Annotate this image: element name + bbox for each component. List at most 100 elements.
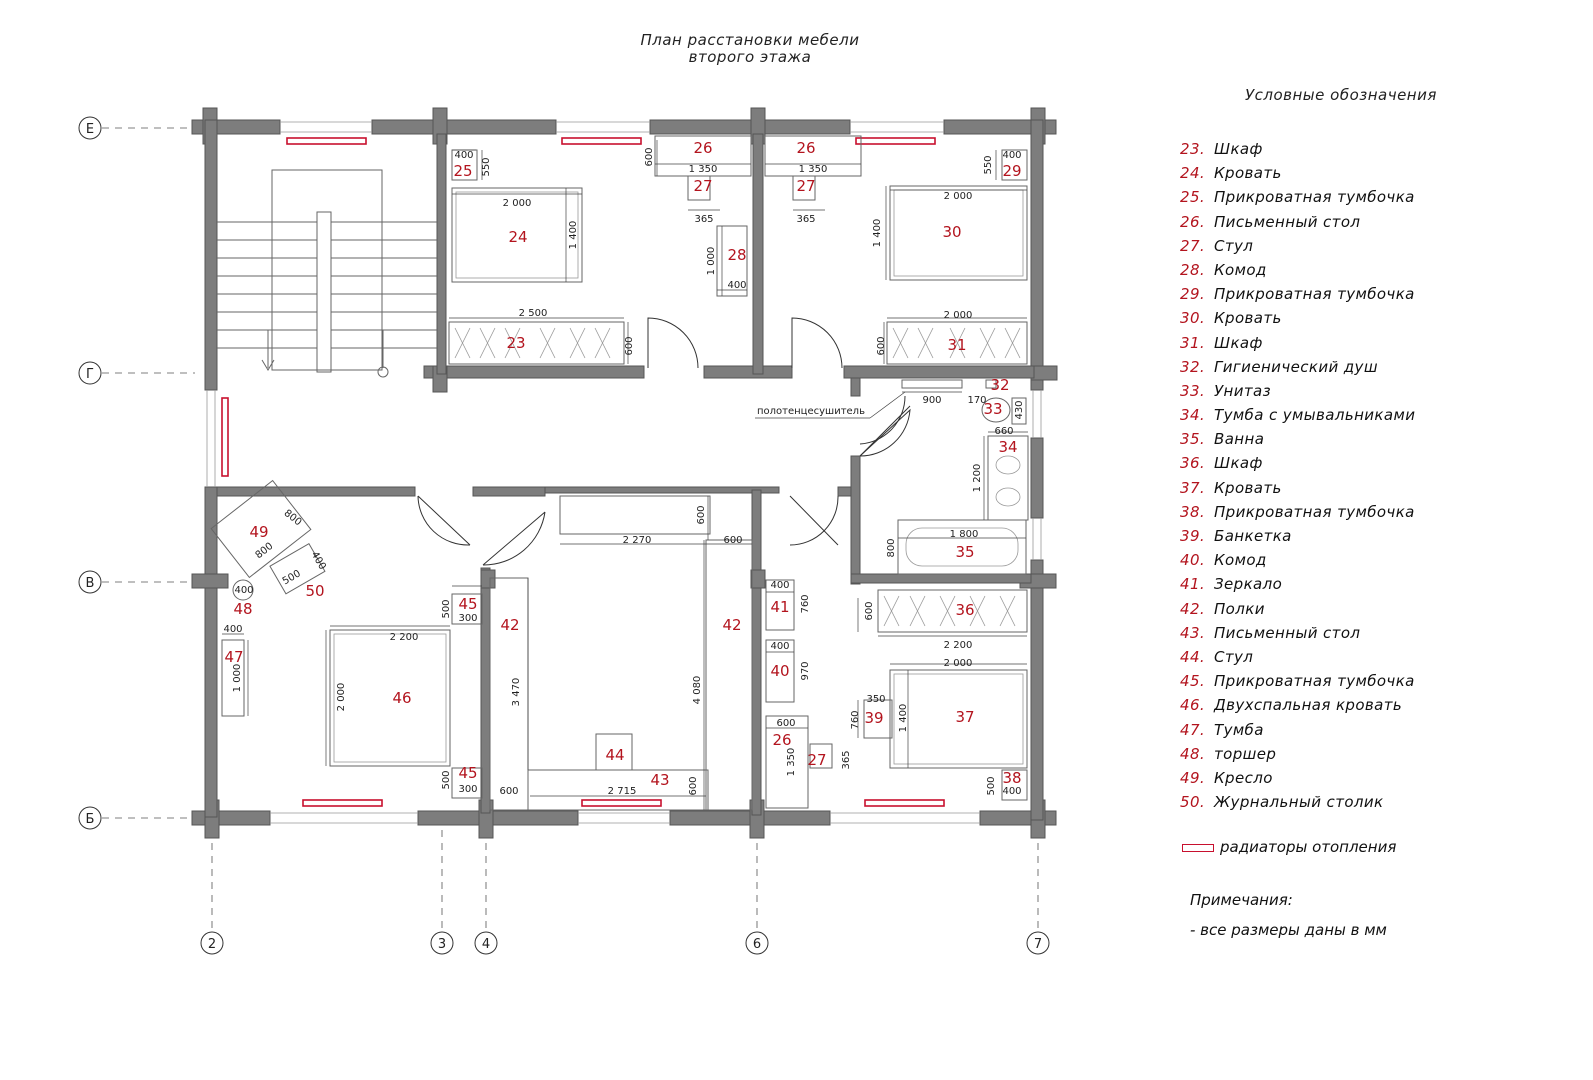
furniture-number: 38 bbox=[1002, 769, 1021, 787]
furniture-number: 29 bbox=[1002, 162, 1021, 180]
legend-item-number: 23. bbox=[1180, 140, 1206, 158]
legend-item: 27.Стул bbox=[1180, 237, 1415, 261]
dimension-value: 1 800 bbox=[950, 529, 979, 540]
legend-item: 42.Полки bbox=[1180, 600, 1415, 624]
dimension-value: 550 bbox=[983, 155, 994, 174]
furniture-number: 50 bbox=[305, 582, 324, 600]
legend-item-label: Зеркало bbox=[1214, 575, 1283, 594]
legend-item-label: Банкетка bbox=[1214, 527, 1292, 545]
axis-row-g: Г bbox=[86, 367, 94, 382]
legend-item-number: 32. bbox=[1180, 357, 1206, 376]
dimension-value: 2 000 bbox=[944, 191, 973, 202]
furniture-number: 30 bbox=[942, 223, 961, 241]
dimension-value: 760 bbox=[800, 594, 811, 613]
plan-title-line-2: второго этажа bbox=[688, 48, 812, 66]
furniture-number: 28 bbox=[727, 246, 746, 264]
legend-item: 24.Кровать bbox=[1180, 164, 1415, 188]
furniture-number: 36 bbox=[955, 601, 974, 619]
legend-item-label: Ванна bbox=[1214, 430, 1265, 449]
legend-item: 46. Двухспальная кровать bbox=[1180, 696, 1415, 720]
legend-item-label: Двухспальная кровать bbox=[1214, 696, 1403, 715]
dimension-value: 1 400 bbox=[898, 704, 909, 733]
dimension-value: 550 bbox=[481, 157, 492, 176]
legend-item-label: Письменный стол bbox=[1214, 623, 1361, 642]
radiator-legend: радиаторы отопления bbox=[1182, 838, 1396, 856]
dimension-value: 2 000 bbox=[944, 310, 973, 321]
dimension-value: 800 bbox=[254, 541, 276, 561]
dimension-value: 1 000 bbox=[232, 664, 243, 693]
legend-item-label: Журнальный столик bbox=[1214, 793, 1384, 812]
dimension-value: 600 bbox=[876, 336, 887, 355]
legend-item-number: 40. bbox=[1180, 551, 1206, 570]
dimension-value: 1 200 bbox=[972, 464, 983, 493]
legend-item: 41.Зеркало bbox=[1180, 575, 1415, 599]
furniture-number: 49 bbox=[249, 523, 268, 541]
legend-item-label: Шкаф bbox=[1214, 454, 1263, 473]
legend-item-number: 38. bbox=[1180, 502, 1206, 521]
notes: Примечания: - все размеры даны в мм bbox=[1190, 885, 1387, 945]
legend-item: 43.Письменный стол bbox=[1180, 624, 1415, 648]
legend-item-number: 34. bbox=[1180, 406, 1206, 425]
axis-row-v: В bbox=[86, 576, 95, 591]
furniture-number: 27 bbox=[693, 177, 712, 195]
legend-item-number: 36. bbox=[1180, 454, 1206, 473]
legend-item: 39.Банкетка bbox=[1180, 527, 1415, 551]
dimension-value: 600 bbox=[499, 786, 518, 797]
legend-item-number: 33. bbox=[1180, 381, 1206, 400]
furniture-number: 31 bbox=[947, 336, 966, 354]
legend-item: 26.Письменный стол bbox=[1180, 213, 1415, 237]
radiator-legend-label: радиаторы отопления bbox=[1220, 838, 1397, 856]
dimension-value: 600 bbox=[776, 718, 795, 729]
legend-item-label: Кресло bbox=[1214, 768, 1273, 787]
legend-item: 23. Шкаф bbox=[1180, 140, 1415, 164]
radiator-swatch bbox=[1182, 843, 1214, 852]
dimension-value: 500 bbox=[441, 599, 452, 618]
legend-item-number: 35. bbox=[1180, 430, 1206, 449]
staircase bbox=[217, 169, 437, 378]
dimension-value: 500 bbox=[281, 568, 303, 587]
dimension-value: 2 000 bbox=[503, 198, 532, 209]
legend-item-label: Унитаз bbox=[1214, 381, 1272, 400]
axis-row-b: Б bbox=[86, 812, 95, 827]
dimension-value: 430 bbox=[1014, 400, 1025, 419]
legend-item-number: 46. bbox=[1180, 696, 1206, 715]
legend-item: 48.торшер bbox=[1180, 745, 1415, 769]
legend-item-number: 31. bbox=[1180, 333, 1206, 352]
legend-item: 38.Прикроватная тумбочка bbox=[1180, 503, 1415, 527]
furniture-number: 44 bbox=[605, 746, 624, 764]
furniture-number: 26 bbox=[772, 731, 791, 749]
legend-item-label: Прикроватная тумбочка bbox=[1214, 672, 1415, 691]
legend-title: Условные обозначения bbox=[1245, 86, 1437, 104]
dimension-value: 800 bbox=[886, 538, 897, 557]
dimension-value: 600 bbox=[644, 147, 655, 166]
dimension-value: 600 bbox=[864, 601, 875, 620]
legend-item: 36. Шкаф bbox=[1180, 454, 1415, 478]
dimension-value: 400 bbox=[454, 150, 473, 161]
towel-rail-label: полотенцесушитель bbox=[757, 406, 865, 417]
furniture-number: 35 bbox=[955, 543, 974, 561]
axis-col-2: 2 bbox=[208, 937, 216, 952]
legend-item: 31. Шкаф bbox=[1180, 334, 1415, 358]
legend-item-label: Тумба с умывальниками bbox=[1214, 406, 1416, 425]
legend-item-label: Шкаф bbox=[1214, 333, 1263, 352]
furniture-number: 42 bbox=[722, 616, 741, 634]
furniture-number: 37 bbox=[955, 708, 974, 726]
legend-item-number: 49. bbox=[1180, 768, 1206, 787]
legend-item: 33. Унитаз bbox=[1180, 382, 1415, 406]
dimension-value: 2 200 bbox=[944, 640, 973, 651]
furniture-number: 39 bbox=[864, 709, 883, 727]
legend-item-number: 24. bbox=[1180, 164, 1206, 183]
legend-item-number: 48. bbox=[1180, 744, 1206, 763]
legend-item-label: Кровать bbox=[1214, 478, 1282, 497]
legend-item-label: Шкаф bbox=[1214, 140, 1263, 158]
legend-item-label: Полки bbox=[1214, 599, 1265, 618]
doors bbox=[417, 317, 911, 566]
dimension-value: 400 bbox=[309, 550, 328, 572]
legend-item-number: 28. bbox=[1180, 260, 1206, 279]
legend-item-number: 47. bbox=[1180, 720, 1206, 739]
legend-item-label: Кровать bbox=[1214, 309, 1282, 328]
dimension-value: 970 bbox=[800, 661, 811, 680]
furniture-number: 40 bbox=[770, 662, 789, 680]
legend-item-label: Тумба bbox=[1214, 720, 1264, 739]
legend-item-number: 29. bbox=[1180, 285, 1206, 304]
